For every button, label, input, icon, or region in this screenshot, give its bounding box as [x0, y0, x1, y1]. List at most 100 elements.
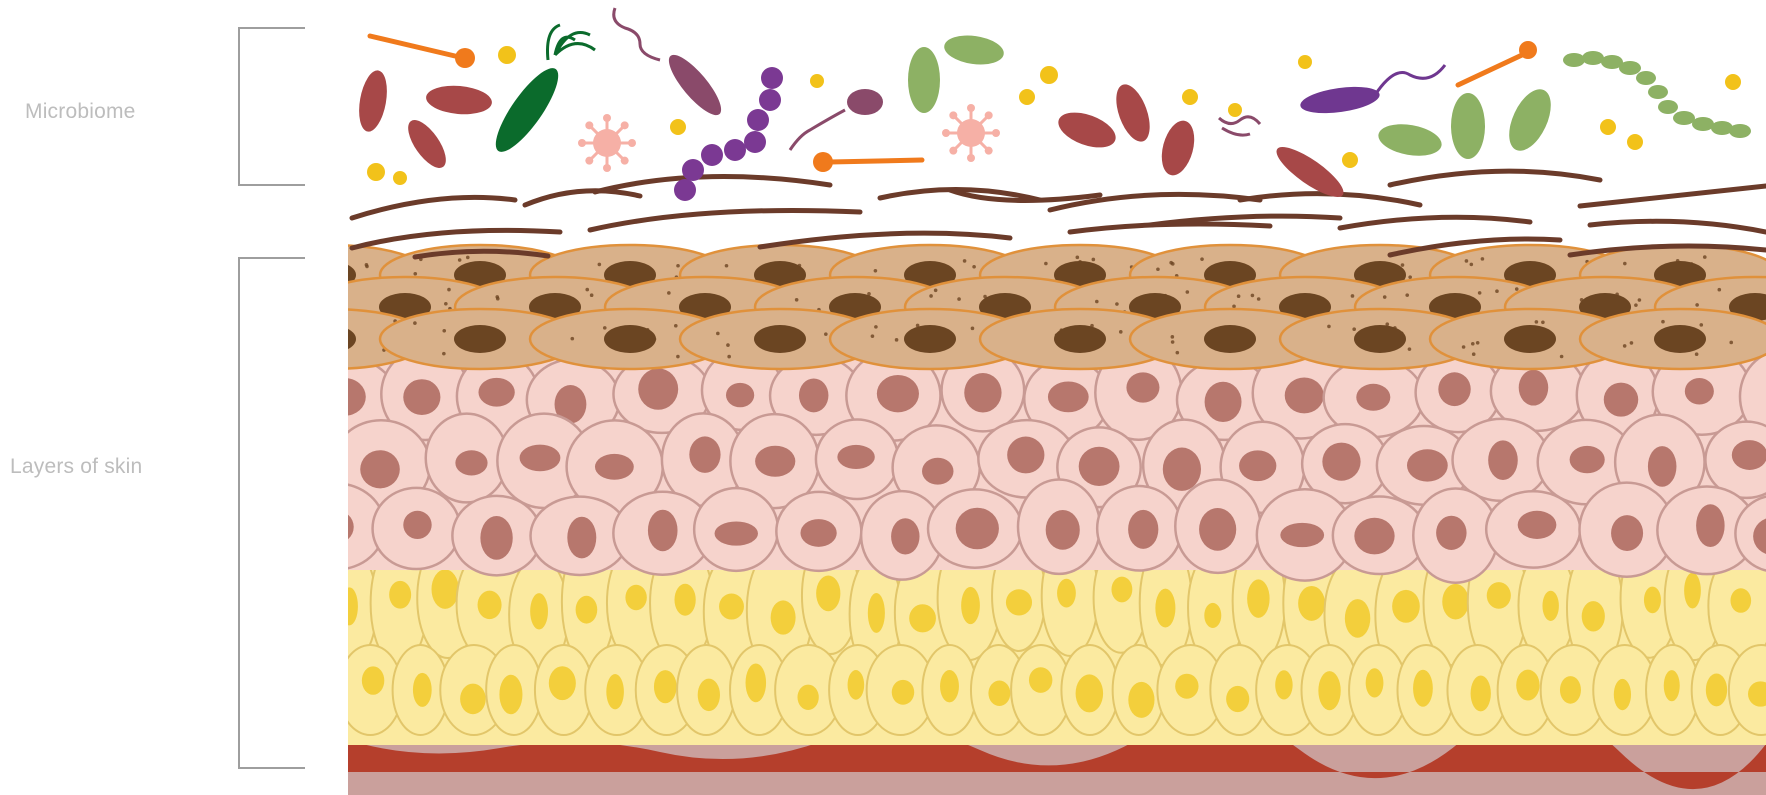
corneocyte-granule [971, 327, 975, 331]
red-rod-bacterium [1156, 117, 1199, 179]
corneocyte-granule [1471, 342, 1475, 346]
basal-cell-nucleus [1487, 582, 1511, 609]
keratinocyte-nucleus [1048, 381, 1089, 412]
basal-cell-nucleus [1684, 573, 1701, 609]
corneocyte-granule [1095, 300, 1099, 304]
keratinocyte-nucleus [726, 383, 754, 407]
basal-cell-nucleus [940, 670, 959, 702]
corneocyte-granule [1176, 351, 1180, 355]
keratinocyte-nucleus [1407, 449, 1448, 481]
green-rod-bacterium [1501, 83, 1560, 157]
corneocyte-granule [667, 291, 671, 295]
flagellate-bacterium [1299, 65, 1445, 117]
corneocyte-granule [1383, 295, 1387, 299]
basal-cell-nucleus [961, 587, 980, 624]
basal-cell-nucleus [1111, 577, 1132, 603]
basal-cell-nucleus [797, 685, 818, 710]
basal-cell-nucleus [1006, 589, 1032, 615]
corneocyte-granule [413, 321, 417, 325]
corneocyte-granule [1171, 262, 1175, 266]
red-rod-bacterium [1110, 80, 1157, 146]
corneocyte-granule [1405, 293, 1409, 297]
keratinocyte-nucleus [360, 450, 400, 488]
keratinocyte-nucleus [956, 508, 999, 550]
basal-cell-nucleus [1275, 670, 1292, 699]
basal-cell-nucleus [1029, 667, 1052, 693]
keratinocyte-nucleus [1128, 510, 1158, 549]
keratinocyte-nucleus [1285, 377, 1324, 413]
spirillum-bacterium [614, 8, 729, 122]
keratinocyte-nucleus [323, 378, 365, 416]
corneocyte-granule [1186, 290, 1190, 294]
corneocyte-granule [1661, 320, 1665, 324]
stratum-corneum-fibers [352, 171, 1766, 257]
corneocyte-granule [1257, 297, 1261, 301]
basal-cell-nucleus [606, 674, 624, 709]
keratinocyte-layer [289, 340, 1766, 583]
lollipop-bacterium [1458, 41, 1537, 85]
keratinocyte-nucleus [595, 454, 634, 480]
keratinocyte [289, 484, 384, 570]
green-rod-bacterium [908, 47, 940, 113]
corneocyte-granule [1156, 267, 1160, 271]
corneocyte-granule [1623, 344, 1627, 348]
corneocyte-nucleus [1054, 325, 1106, 353]
keratinocyte-nucleus [1356, 384, 1390, 411]
corneocyte-nucleus [1654, 325, 1706, 353]
basal-cell-nucleus [1644, 587, 1661, 614]
red-rod-bacterium [1054, 106, 1121, 155]
basal-cell-nucleus [1560, 676, 1581, 704]
keratinocyte-nucleus [1046, 510, 1080, 550]
keratinocyte-nucleus [1205, 382, 1242, 422]
corneocyte-granule [1515, 287, 1519, 291]
basal-cell-nucleus [1155, 589, 1175, 628]
corneocyte-granule [255, 320, 259, 324]
corneocyte-granule [1630, 341, 1634, 345]
corneocyte-granule [444, 302, 448, 306]
skin-layers-bracket [239, 258, 305, 768]
red-rod-bacterium [425, 83, 493, 117]
corneocyte-granule [1076, 256, 1080, 260]
corneocyte-granule [585, 288, 589, 292]
keratinocyte-nucleus [715, 521, 758, 545]
comma-bacterium [790, 89, 883, 150]
keratinocyte-nucleus [1007, 437, 1044, 474]
corneocyte-granule [725, 264, 729, 268]
corneocyte-granule [1092, 258, 1096, 262]
corneocyte-granule [466, 256, 470, 260]
corneocyte-granule [871, 334, 875, 338]
corneocyte-granule [934, 288, 938, 292]
basal-cell-nucleus [674, 584, 695, 616]
spirillum-bacterium [1219, 117, 1350, 205]
keratinocyte-nucleus [1438, 372, 1470, 406]
keratinocyte-nucleus [478, 378, 514, 407]
corneocyte-granule [603, 326, 607, 330]
basal-cell-nucleus [848, 670, 865, 700]
keratinocyte-nucleus [1518, 511, 1557, 539]
corneocyte-granule [458, 258, 462, 262]
corneocyte-granule [447, 288, 451, 292]
basal-cell-nucleus [1614, 679, 1631, 710]
red-rod-bacterium [401, 114, 453, 174]
corneocyte-granule [1470, 263, 1474, 267]
basal-cell-nucleus [1345, 599, 1370, 638]
corneocyte-granule [1465, 259, 1469, 263]
corneocyte-granule [334, 275, 338, 279]
corneocyte-granule [318, 348, 322, 352]
corneocyte-granule [1729, 341, 1733, 345]
corneocyte-granule [496, 297, 500, 301]
corneocyte-granule [1200, 257, 1204, 261]
corneocyte-granule [824, 332, 828, 336]
basal-cell-nucleus [1413, 670, 1433, 707]
basal-cell-nucleus [1392, 590, 1420, 623]
corneocyte-granule [1352, 327, 1356, 331]
corneocyte-granule [1623, 262, 1627, 266]
green-rod-bacterium [1451, 93, 1485, 159]
basal-cell-nucleus [530, 593, 548, 629]
basal-cell-nucleus [549, 666, 576, 700]
corneocyte-nucleus [454, 325, 506, 353]
corneocyte-granule [674, 324, 678, 328]
corneocyte-granule [1472, 352, 1476, 356]
corneocyte-layer [230, 245, 1766, 369]
basal-cell-nucleus [1247, 579, 1269, 617]
